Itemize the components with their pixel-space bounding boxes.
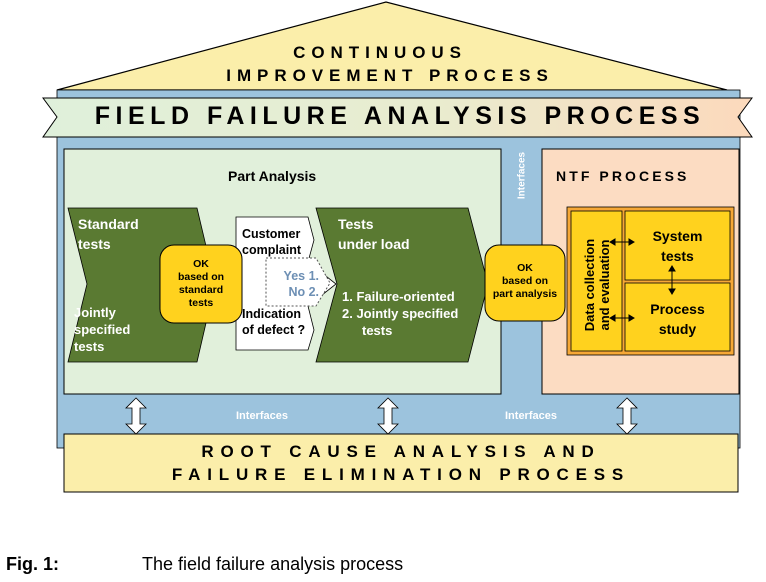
interfaces-bottom-right: Interfaces <box>505 410 557 422</box>
ok-standard-line-2: based on <box>177 271 225 283</box>
foundation-box <box>63 433 739 493</box>
tests-under-load-item-2: 2. Jointly specified <box>342 306 459 321</box>
indication-label: Indication of defect ? <box>242 306 305 338</box>
ok-part-line-1: OK <box>517 262 533 274</box>
indication-line-1: Indication <box>242 307 302 321</box>
customer-complaint-label: Customer complaint <box>242 226 301 258</box>
ok-standard-line-3: standard <box>178 284 224 296</box>
tests-under-load-title-1: Tests <box>338 216 374 232</box>
process-study-label: Process study <box>625 299 730 339</box>
jointly-line-2: specified <box>74 322 131 337</box>
ok-part-line-2: based on <box>501 275 549 287</box>
yes-label: Yes 1. <box>283 269 319 283</box>
jointly-specified-label: Jointly specified tests <box>74 304 130 355</box>
foundation-line-2: FAILURE ELIMINATION PROCESS <box>171 465 631 484</box>
no-label: No 2. <box>288 285 319 299</box>
double-arrow-right <box>616 397 638 435</box>
ok-standard-line-1: OK <box>193 258 209 270</box>
ok-standard-label: OK based on standard tests <box>160 258 242 310</box>
standard-tests-title-1: Standard <box>78 216 139 232</box>
roof-line-2: IMPROVEMENT PROCESS <box>226 66 554 85</box>
process-study-line-2: study <box>658 321 697 337</box>
ok-part-label: OK based on part analysis <box>485 262 565 301</box>
tests-under-load-item-1: 1. Failure-oriented <box>342 289 455 304</box>
yes-no-label: Yes 1. No 2. <box>275 268 319 300</box>
double-arrow-left <box>125 397 147 435</box>
tests-under-load-title: Tests under load <box>338 214 410 254</box>
indication-line-2: of defect ? <box>242 323 306 337</box>
foundation-line-1: ROOT CAUSE ANALYSIS AND <box>201 442 601 461</box>
roof-line-1: CONTINUOUS <box>293 43 467 62</box>
data-collection-line-1: Data collection <box>582 238 597 332</box>
tests-under-load-title-2: under load <box>338 236 410 252</box>
standard-tests-label: Standard tests <box>78 214 139 254</box>
data-collection-line-2: and evaluation <box>597 239 612 331</box>
jointly-line-1: Jointly <box>74 305 116 320</box>
interfaces-bottom-left: Interfaces <box>236 410 288 422</box>
banner-shape <box>42 97 753 138</box>
process-study-line-1: Process <box>650 301 705 317</box>
jointly-line-3: tests <box>74 339 105 354</box>
ok-standard-line-4: tests <box>188 297 214 309</box>
ok-part-box <box>484 244 566 322</box>
system-tests-line-1: System <box>652 228 703 244</box>
ok-standard-box <box>159 244 243 324</box>
ntf-title: NTF PROCESS <box>556 168 690 184</box>
interfaces-vertical-label: Interfaces <box>516 151 528 200</box>
customer-line-2: complaint <box>242 243 302 257</box>
part-analysis-title: Part Analysis <box>228 168 317 184</box>
caption-text: The field failure analysis process <box>142 554 404 574</box>
data-collection-box <box>570 210 623 352</box>
system-tests-box <box>624 210 731 281</box>
process-study-box <box>624 282 731 352</box>
yes-no-arrow <box>265 257 331 307</box>
data-collection-label: Data collection and evaluation <box>582 229 612 341</box>
system-tests-line-2: tests <box>661 248 694 264</box>
double-arrow-middle <box>377 397 399 435</box>
system-tests-label: System tests <box>625 226 730 266</box>
bottom-arrows <box>125 397 638 435</box>
caption-label: Fig. 1: <box>6 554 59 574</box>
tests-under-load-shape <box>315 207 489 363</box>
customer-line-1: Customer <box>242 227 301 241</box>
banner-title: FIELD FAILURE ANALYSIS PROCESS <box>94 102 706 130</box>
tests-under-load-items: 1. Failure-oriented 2. Jointly specified… <box>342 288 458 339</box>
tests-under-load-item-3: tests <box>362 323 393 338</box>
standard-tests-title-2: tests <box>78 236 111 252</box>
ok-part-line-3: part analysis <box>492 288 558 300</box>
